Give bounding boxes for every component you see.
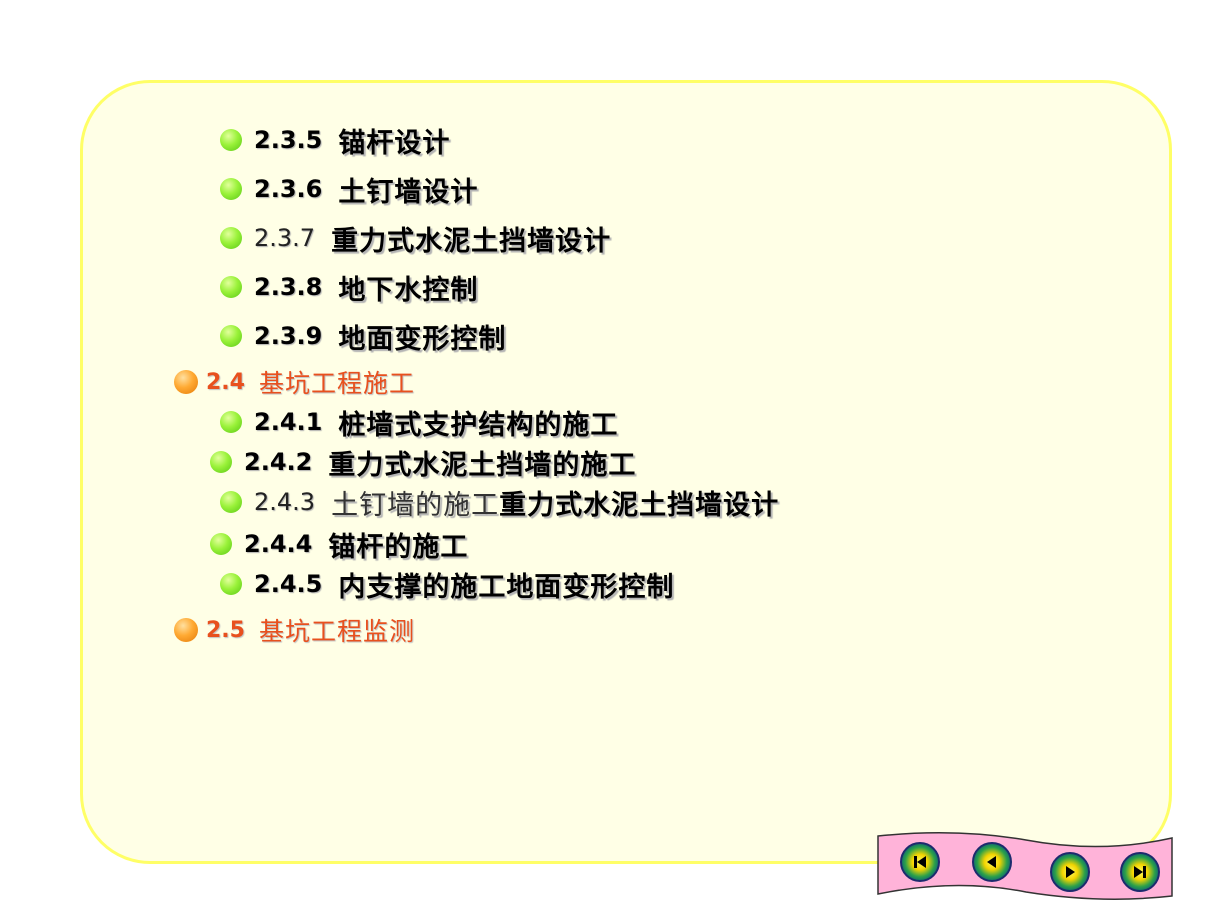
- list-item: 2.4.3 土钉墙的施工 重力式水泥土挡墙设计: [220, 482, 779, 522]
- last-slide-button[interactable]: [1120, 852, 1160, 892]
- next-slide-button[interactable]: [1050, 852, 1090, 892]
- section-number: 2.4: [206, 369, 245, 395]
- previous-slide-icon: [987, 856, 996, 868]
- list-item: 2.4.4 锚杆的施工: [210, 524, 468, 564]
- orange-bullet-icon: [174, 370, 198, 394]
- list-item: 2.4.2 重力式水泥土挡墙的施工: [210, 442, 636, 482]
- item-title-part-a: 土钉墙的施工: [331, 489, 500, 521]
- first-slide-icon: [914, 856, 926, 868]
- item-title: 重力式水泥土挡墙设计: [331, 225, 612, 257]
- list-item: 2.4.5 内支撑的施工地面变形控制: [220, 564, 674, 604]
- green-bullet-icon: [220, 573, 242, 595]
- item-number: 2.3.9: [254, 322, 323, 350]
- item-number: 2.4.4: [244, 530, 313, 558]
- last-slide-icon: [1134, 866, 1146, 878]
- green-bullet-icon: [220, 178, 242, 200]
- item-title: 锚杆设计: [338, 127, 451, 159]
- green-bullet-icon: [220, 129, 242, 151]
- orange-bullet-icon: [174, 618, 198, 642]
- item-number: 2.4.1: [254, 408, 323, 436]
- list-item: 2.3.6 土钉墙设计: [220, 169, 478, 209]
- item-title: 桩墙式支护结构的施工: [338, 409, 619, 441]
- item-title-part-b: 重力式水泥土挡墙设计: [499, 489, 780, 521]
- list-item: 2.3.7 重力式水泥土挡墙设计: [220, 218, 611, 258]
- section-number: 2.5: [206, 617, 245, 643]
- section-heading: 2.5 基坑工程监测: [174, 610, 415, 650]
- item-number: 2.3.5: [254, 126, 323, 154]
- green-bullet-icon: [220, 276, 242, 298]
- green-bullet-icon: [220, 411, 242, 433]
- item-title: 土钉墙设计: [338, 176, 479, 208]
- item-title: 重力式水泥土挡墙的施工: [328, 449, 637, 481]
- slide-navigation: [876, 826, 1174, 904]
- list-item: 2.3.8 地下水控制: [220, 267, 478, 307]
- item-number: 2.4.2: [244, 448, 313, 476]
- item-number: 2.3.7: [254, 224, 316, 252]
- slide-frame: [80, 80, 1172, 864]
- list-item: 2.4.1 桩墙式支护结构的施工: [220, 402, 618, 442]
- item-title: 地下水控制: [338, 274, 479, 306]
- section-title: 基坑工程监测: [258, 617, 415, 646]
- item-number: 2.3.8: [254, 273, 323, 301]
- item-number: 2.3.6: [254, 175, 323, 203]
- previous-slide-button[interactable]: [972, 842, 1012, 882]
- section-heading: 2.4 基坑工程施工: [174, 362, 415, 402]
- green-bullet-icon: [220, 325, 242, 347]
- next-slide-icon: [1066, 866, 1075, 878]
- item-number: 2.4.3: [254, 488, 316, 516]
- green-bullet-icon: [210, 451, 232, 473]
- nav-banner: [877, 832, 1173, 900]
- list-item: 2.3.9 地面变形控制: [220, 316, 506, 356]
- green-bullet-icon: [220, 227, 242, 249]
- list-item: 2.3.5 锚杆设计: [220, 120, 450, 160]
- item-number: 2.4.5: [254, 570, 323, 598]
- green-bullet-icon: [220, 491, 242, 513]
- item-title: 内支撑的施工地面变形控制: [338, 571, 675, 603]
- first-slide-button[interactable]: [900, 842, 940, 882]
- item-title: 地面变形控制: [338, 323, 507, 355]
- section-title: 基坑工程施工: [258, 369, 415, 398]
- green-bullet-icon: [210, 533, 232, 555]
- item-title: 锚杆的施工: [328, 531, 469, 563]
